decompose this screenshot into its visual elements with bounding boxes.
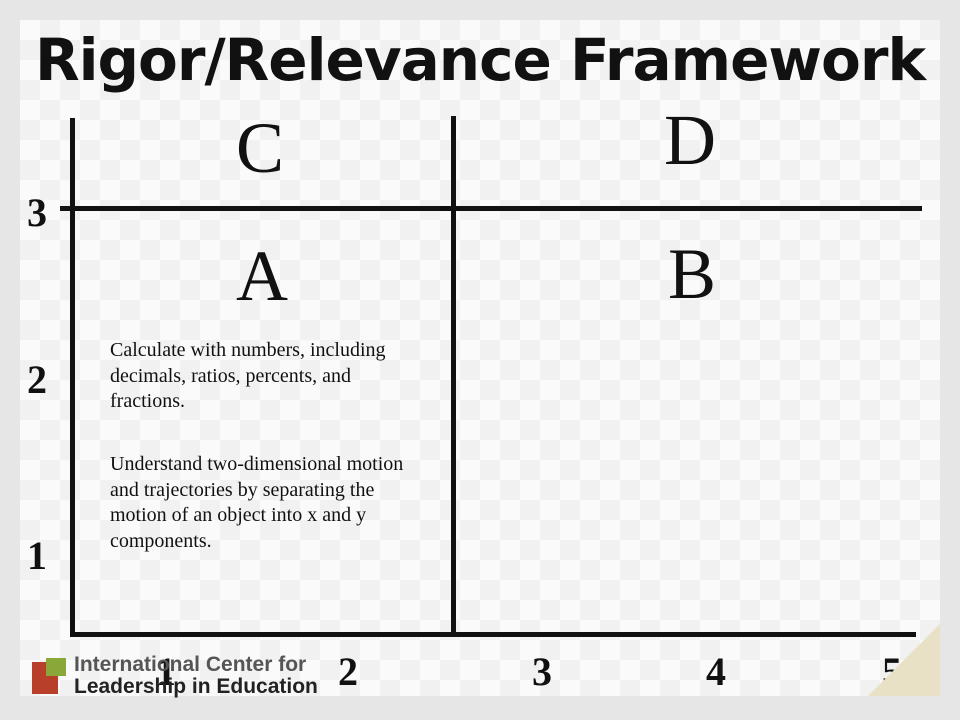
icle-logo: International Center for Leadership in E… bbox=[32, 653, 318, 699]
logo-line-1: International Center for bbox=[74, 653, 307, 676]
slide-background bbox=[20, 20, 940, 696]
quadrant-b-label: B bbox=[668, 234, 717, 314]
slide-title: Rigor/Relevance Framework bbox=[34, 26, 926, 94]
quadrant-a-label: A bbox=[236, 236, 288, 316]
quadrant-d-label: D bbox=[664, 100, 716, 180]
x-axis-label-2: 2 bbox=[338, 649, 358, 694]
y-axis-label-1: 1 bbox=[27, 533, 47, 578]
x-axis-label-1: 1 bbox=[156, 649, 176, 694]
y-axis-label-2: 2 bbox=[27, 357, 47, 402]
x-axis-label-3: 3 bbox=[532, 649, 552, 694]
quadrant-a-text-1: Calculate with numbers, including decima… bbox=[110, 339, 386, 413]
icle-logo-text: International Center for Leadership in E… bbox=[74, 653, 318, 699]
icle-logo-mark-icon bbox=[32, 658, 66, 695]
y-axis-line bbox=[70, 118, 75, 636]
logo-line-2: Leadership in Education bbox=[74, 675, 318, 699]
vertical-divider-line bbox=[451, 116, 456, 636]
quadrant-a-text-2: Understand two-dimensional motion and tr… bbox=[110, 453, 404, 552]
x-axis-label-4: 4 bbox=[706, 649, 726, 694]
page-curl-decoration bbox=[868, 624, 940, 696]
quadrant-c-label: C bbox=[236, 108, 285, 188]
horizontal-divider-line bbox=[60, 206, 922, 211]
y-axis-label-3: 3 bbox=[27, 190, 47, 235]
x-axis-line bbox=[70, 632, 916, 637]
